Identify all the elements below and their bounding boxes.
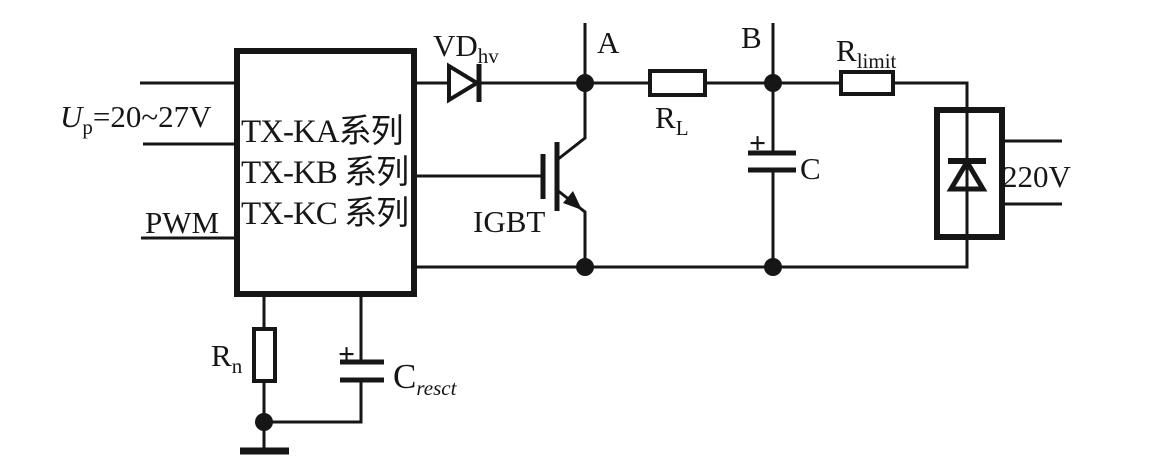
supply-voltage-label: Up=20~27V — [60, 99, 212, 138]
cresct-base: C — [393, 357, 417, 396]
junction-node-b — [764, 74, 782, 92]
resistor-rn-label: Rn — [211, 338, 242, 377]
diode-vdhv-label: VDhv — [433, 28, 499, 67]
module-series-line-2: TX-KB 系列 — [241, 155, 409, 191]
node-b-label: B — [741, 20, 762, 55]
resistor-rl-body — [648, 69, 707, 97]
rn-base: R — [211, 338, 232, 373]
cap-cresct-label: Cresct — [393, 357, 456, 399]
rlimit-subscript: limit — [856, 49, 897, 73]
vdhv-subscript: hv — [477, 44, 499, 68]
resistor-rlimit-body — [839, 70, 895, 96]
wire-cresct-down — [264, 381, 363, 424]
supply-symbol: U — [60, 99, 83, 134]
igbt-collector-path — [556, 83, 587, 162]
junction-node-a — [576, 74, 594, 92]
rn-subscript: n — [231, 354, 243, 378]
resistor-rlimit-label: Rlimit — [836, 33, 896, 72]
junction-rail-b — [764, 258, 782, 276]
resistor-rn-body — [252, 327, 277, 383]
vdhv-base: VD — [433, 28, 478, 63]
rlimit-base: R — [836, 33, 857, 68]
pwm-label: PWM — [145, 205, 220, 240]
igbt-label: IGBT — [473, 204, 546, 239]
load-diode-triangle — [946, 157, 988, 192]
igbt-emitter-path — [556, 188, 587, 267]
rl-base: R — [655, 100, 676, 135]
supply-value: =20~27V — [92, 99, 212, 134]
resistor-rl-label: RL — [655, 100, 689, 139]
module-series-line-3: TX-KC 系列 — [241, 196, 409, 232]
driver-module-text: TX-KA系列 TX-KB 系列 TX-KC 系列 — [241, 112, 413, 235]
igbt-emitter-arrow — [563, 191, 582, 210]
supply-subscript: p — [82, 115, 93, 139]
diode-vdhv-triangle — [447, 62, 481, 104]
node-a-label: A — [597, 25, 620, 60]
driver-module-box — [234, 48, 417, 297]
junction-ground — [255, 413, 273, 431]
cap-c-label: C — [800, 151, 821, 186]
load-box — [934, 107, 1005, 240]
module-series-line-1: TX-KA系列 — [241, 114, 404, 150]
cap-cresct-polarity: + — [338, 338, 356, 371]
wire-bottom-rail — [414, 237, 969, 269]
rl-subscript: L — [675, 116, 689, 140]
wire-rlimit-right — [893, 81, 969, 110]
cap-c-polarity: + — [749, 127, 767, 160]
output-voltage-label: 220V — [1002, 159, 1071, 194]
junction-rail-a — [576, 258, 594, 276]
cresct-subscript: resct — [416, 376, 457, 400]
